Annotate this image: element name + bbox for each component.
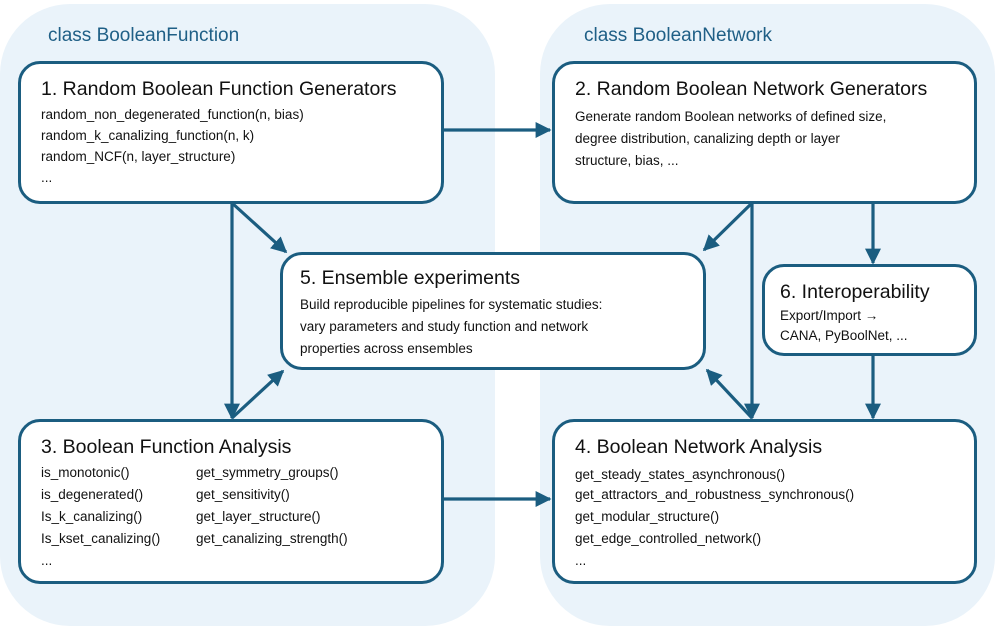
box-ensemble-experiments [280,252,706,370]
function-analysis-item: Is_kset_canalizing() [41,531,161,546]
function-generator-line: random_non_degenerated_function(n, bias) [41,107,304,122]
function-generator-line: random_k_canalizing_function(n, k) [41,128,255,143]
function-generator-line: ... [41,170,53,185]
ensemble-line: vary parameters and study function and n… [300,319,589,334]
function-analysis-item: Is_k_canalizing() [41,509,143,524]
box-interoperability-title: 6. Interoperability [780,281,930,303]
box-function-generators-title: 1. Random Boolean Function Generators [41,78,397,100]
box-interoperability [762,264,977,356]
box-ensemble-experiments-title: 5. Ensemble experiments [300,267,521,289]
function-analysis-item: get_symmetry_groups() [196,465,339,480]
function-analysis-item: is_monotonic() [41,465,130,480]
boolean-network-region-label: class BooleanNetwork [584,25,772,46]
network-analysis-item: get_modular_structure() [575,509,720,524]
boolean-function-region-label: class BooleanFunction [48,25,240,46]
ensemble-line: Build reproducible pipelines for systema… [300,297,603,312]
function-analysis-item: get_layer_structure() [196,509,321,524]
network-analysis-item: get_steady_states_asynchronous() [575,467,786,482]
box-network-analysis [552,419,977,584]
network-analysis-item: get_attractors_and_robustness_synchronou… [575,487,855,502]
function-analysis-item: ... [41,553,53,568]
box-network-generators [552,61,977,204]
function-analysis-item: get_sensitivity() [196,487,290,502]
box-function-analysis [18,419,444,584]
box-function-generators [18,61,444,204]
box-network-analysis-title: 4. Boolean Network Analysis [575,436,823,458]
interoperability-line: CANA, PyBoolNet, ... [780,328,908,343]
function-analysis-item: is_degenerated() [41,487,144,502]
box-network-generators-title: 2. Random Boolean Network Generators [575,78,928,100]
network-generator-line: structure, bias, ... [575,153,679,168]
network-analysis-item: get_edge_controlled_network() [575,531,762,546]
network-generator-line: degree distribution, canalizing depth or… [575,131,840,146]
function-generator-line: random_NCF(n, layer_structure) [41,149,236,164]
network-generator-line: Generate random Boolean networks of defi… [575,109,887,124]
interoperability-line: Export/Import → [780,308,879,323]
box-function-analysis-title: 3. Boolean Function Analysis [41,436,292,458]
function-analysis-item: get_canalizing_strength() [196,531,348,546]
ensemble-line: properties across ensembles [300,341,473,356]
network-analysis-item: ... [575,553,587,568]
